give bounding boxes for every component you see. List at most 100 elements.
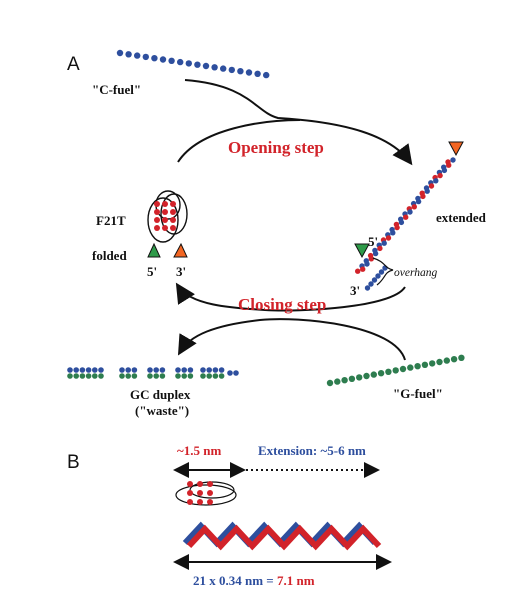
nucleotide-dot [181, 367, 187, 373]
nucleotide-dot [187, 481, 193, 487]
nucleotide-dot [119, 373, 125, 379]
nucleotide-dot [79, 373, 86, 379]
nucleotide-dot [368, 256, 374, 262]
extended-label: extended [436, 210, 487, 225]
nucleotide-dot [385, 368, 392, 375]
nucleotide-dot [206, 373, 212, 379]
nucleotide-dot [420, 193, 426, 200]
nucleotide-dot [450, 157, 456, 163]
overhang-brace [372, 257, 394, 286]
nucleotide-dot [394, 224, 400, 231]
nucleotide-dot [170, 201, 176, 207]
nucleotide-dot [119, 367, 125, 373]
nucleotide-dot [375, 273, 381, 279]
nucleotide-dot [415, 198, 422, 205]
nucleotide-dot [187, 367, 194, 373]
extended-3prime-label: 3' [350, 283, 360, 298]
nucleotide-dot [237, 68, 244, 75]
nucleotide-dot [371, 277, 378, 283]
nucleotide-dot [162, 217, 168, 223]
overhang-label: overhang [394, 267, 437, 279]
nucleotide-dot [341, 377, 348, 384]
nucleotide-dot [125, 51, 132, 58]
nucleotide-dot [218, 367, 225, 373]
nucleotide-dot [200, 367, 206, 373]
nucleotide-dot [194, 61, 201, 68]
nucleotide-dot [170, 217, 176, 223]
nucleotide-dot [411, 204, 417, 210]
nucleotide-dot [377, 245, 383, 252]
nucleotide-dot [200, 373, 206, 379]
opening-step-arrow [184, 79, 413, 166]
nucleotide-dot [153, 367, 159, 373]
folded-3prime-label: 3' [176, 264, 186, 279]
nucleotide-dot [202, 62, 210, 70]
panel-label-a: A [67, 54, 80, 75]
nucleotide-dot [220, 65, 227, 72]
helical-duplex [182, 521, 382, 551]
nucleotide-dot [147, 373, 153, 379]
nucleotide-dot [326, 379, 334, 387]
nucleotide-dot [364, 261, 370, 267]
nucleotide-dot [170, 209, 176, 215]
nucleotide-dot [360, 266, 366, 272]
nucleotide-dot [98, 373, 104, 379]
panel-label-b: B [67, 452, 80, 473]
folded-label: folded [92, 248, 127, 263]
c-fuel-label: "C-fuel" [92, 82, 141, 97]
nucleotide-dot [187, 499, 193, 505]
nucleotide-dot [175, 373, 181, 379]
nucleotide-dot [385, 235, 392, 241]
green-fluorophore-extended-icon [354, 243, 370, 259]
nucleotide-dot [218, 373, 225, 379]
nucleotide-dot [154, 217, 160, 223]
nucleotide-dot [170, 225, 176, 231]
nucleotide-dot [162, 209, 168, 215]
gc-duplex-waste [67, 367, 239, 379]
nucleotide-dot [211, 64, 218, 71]
nucleotide-dot [187, 373, 194, 379]
folded-quadruplex [147, 190, 188, 258]
nucleotide-dot [207, 499, 213, 505]
nucleotide-dot [73, 373, 79, 379]
nucleotide-dot [154, 209, 160, 215]
nucleotide-dot [446, 162, 452, 168]
closing-step-label: Closing step [238, 295, 326, 314]
opening-step-label: Opening step [228, 138, 324, 157]
nucleotide-dot [85, 373, 92, 379]
extended-duplex [355, 157, 456, 291]
nucleotide-dot [372, 250, 379, 257]
g-fuel-strand [326, 354, 465, 387]
nucleotide-dot [443, 357, 450, 364]
orange-quencher-icon [173, 242, 188, 258]
nucleotide-dot [206, 367, 212, 373]
nucleotide-dot [207, 481, 213, 487]
nucleotide-dot [197, 499, 203, 505]
nucleotide-dot [228, 66, 235, 74]
nucleotide-dot [207, 490, 213, 496]
nucleotide-dot [364, 285, 371, 291]
extended-5prime-label: 5' [368, 234, 378, 249]
nucleotide-dot [436, 358, 443, 366]
nucleotide-dot [441, 167, 448, 174]
nucleotide-dot [147, 367, 153, 373]
nucleotide-dot [429, 360, 436, 367]
nucleotide-dot [125, 373, 131, 379]
nucleotide-dot [212, 373, 219, 379]
width-label: ~1.5 nm [177, 443, 221, 458]
nucleotide-dot [424, 188, 430, 194]
f21t-label: F21T [96, 213, 126, 228]
closing-step-arrow [175, 282, 406, 312]
nucleotide-dot [197, 481, 203, 487]
orange-quencher-extended-icon [448, 141, 464, 157]
nucleotide-dot [399, 365, 407, 373]
nucleotide-dot [428, 183, 435, 189]
nucleotide-dot [392, 367, 399, 374]
nucleotide-dot [85, 367, 92, 373]
nucleotide-dot [245, 69, 253, 76]
nucleotide-dot [159, 373, 166, 379]
nucleotide-dot [153, 373, 159, 379]
nucleotide-dot [185, 60, 192, 67]
nucleotide-dot [368, 281, 374, 287]
